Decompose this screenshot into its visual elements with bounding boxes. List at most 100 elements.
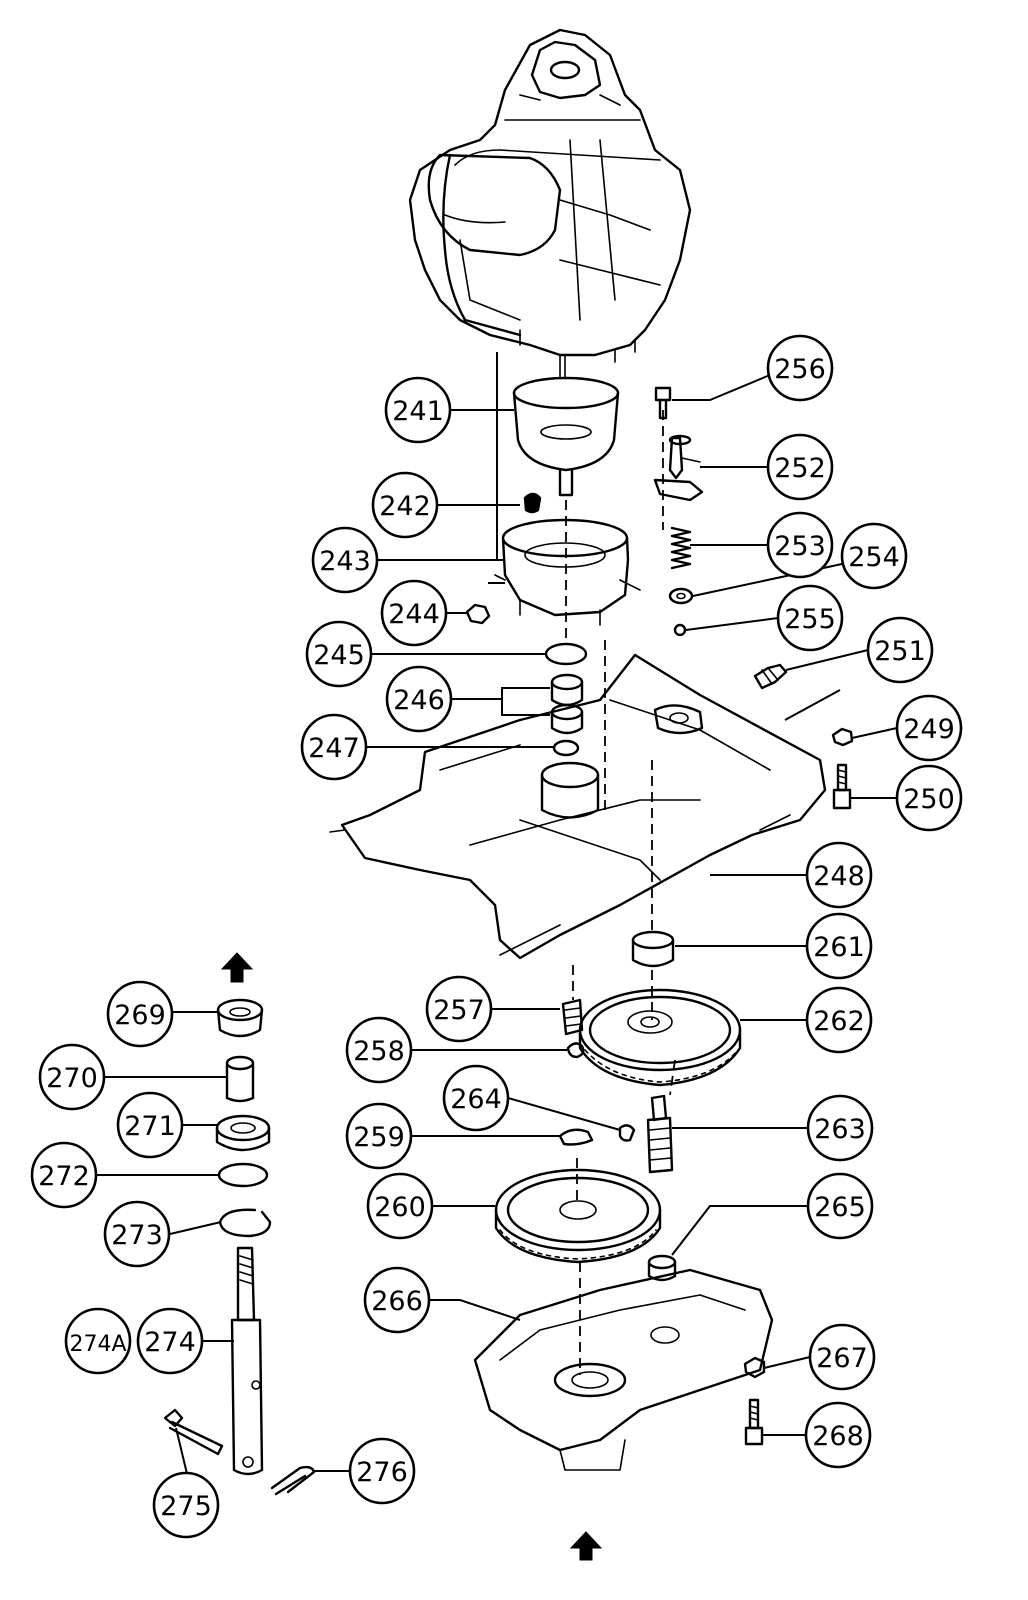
engine-block [408,28,692,379]
callout-circle [30,1141,98,1209]
callout-254: 254 [840,522,908,590]
part-249-nut [831,727,854,747]
callout-272: 272 [30,1141,98,1209]
callout-label: 260 [374,1192,426,1223]
part-243-housing [494,518,641,626]
part-250-bolt [832,763,852,810]
callout-circle [442,1064,510,1132]
callout-circle [840,522,908,590]
callout-label: 242 [379,491,431,522]
callout-circle [345,1016,413,1084]
callout-circle [152,1471,220,1539]
callout-label: 245 [313,640,365,671]
callout-label: 274 [144,1327,196,1358]
callout-268: 268 [804,1401,872,1469]
callout-271: 271 [116,1091,184,1159]
part-266-lower-case [473,1268,774,1471]
part-263-shaft-gear [646,1094,674,1174]
callout-circle [806,1172,874,1240]
callout-label: 273 [111,1220,163,1251]
part-253-spring [670,526,692,570]
part-275-pin [163,1408,224,1456]
callout-242: 242 [371,471,439,539]
callout-label: 241 [392,396,444,427]
callout-label: 270 [46,1063,98,1094]
callout-261: 261 [805,912,873,980]
callout-label: 248 [813,861,865,892]
callout-circle [363,1266,431,1334]
callout-circle [116,1091,184,1159]
part-270-sleeve [225,1055,255,1103]
callout-label: 264 [450,1084,502,1115]
callout-circle [385,665,453,733]
callout-circle [348,1437,416,1505]
callout-circle [766,433,834,501]
callout-label: 269 [114,1000,166,1031]
callout-label: 254 [848,542,900,573]
callout-275: 275 [152,1471,220,1539]
callout-label: 272 [38,1161,90,1192]
callout-circle [103,1200,171,1268]
callout-250: 250 [895,764,963,832]
callout-label: 253 [774,531,826,562]
callout-257: 257 [425,975,493,1043]
callout-273: 273 [103,1200,171,1268]
alignment-lines [488,352,841,1375]
callout-label: 244 [388,599,440,630]
callout-circle [305,620,373,688]
callout-248: 248 [805,841,873,909]
part-254-washer [668,587,694,605]
callout-label: 265 [814,1192,866,1223]
part-261-bearing [631,930,675,968]
callout-label: 262 [813,1006,865,1037]
part-259-clip [558,1128,594,1146]
callout-circle [895,694,963,762]
callout-label: 255 [784,604,836,635]
part-272-washer [217,1162,269,1188]
callout-265: 265 [806,1172,874,1240]
part-267-nut [743,1356,766,1379]
callout-circle [804,1401,872,1469]
callout-circle [808,1323,876,1391]
part-252-lever-bracket [653,434,704,502]
callout-circle [345,1102,413,1170]
callout-258: 258 [345,1016,413,1084]
callout-circle [300,713,368,781]
callout-label: 257 [433,995,485,1026]
part-248-base-plate [329,653,827,960]
callout-262: 262 [805,986,873,1054]
callout-circle [311,526,379,594]
callout-label: 258 [353,1036,405,1067]
part-260-gear [494,1168,662,1264]
part-251-fitting [753,663,788,690]
callout-label: 249 [903,714,955,745]
callout-247: 247 [300,713,368,781]
callout-circle [366,1172,434,1240]
callout-label: 261 [813,932,865,963]
callout-label: 247 [308,733,360,764]
callout-circle [766,334,834,402]
part-268-bolt [744,1398,764,1446]
callout-label: 259 [353,1122,405,1153]
part-262-gear [578,988,742,1087]
callout-label: 250 [903,784,955,815]
callout-circle [380,579,448,647]
callout-274: 274 [136,1307,204,1375]
callout-circle [805,912,873,980]
callout-circle [384,376,452,444]
part-246-bearings [550,673,584,735]
callout-269: 269 [106,980,174,1048]
callout-246: 246 [385,665,453,733]
callout-label: 275 [160,1491,212,1522]
part-276-clip [270,1465,316,1496]
callout-label: 251 [874,636,926,667]
callout-label: 267 [816,1343,868,1374]
callout-circle [806,1094,874,1162]
part-271-bearing [215,1114,271,1152]
part-269-seal [216,998,264,1038]
callout-252: 252 [766,433,834,501]
callout-263: 263 [806,1094,874,1162]
